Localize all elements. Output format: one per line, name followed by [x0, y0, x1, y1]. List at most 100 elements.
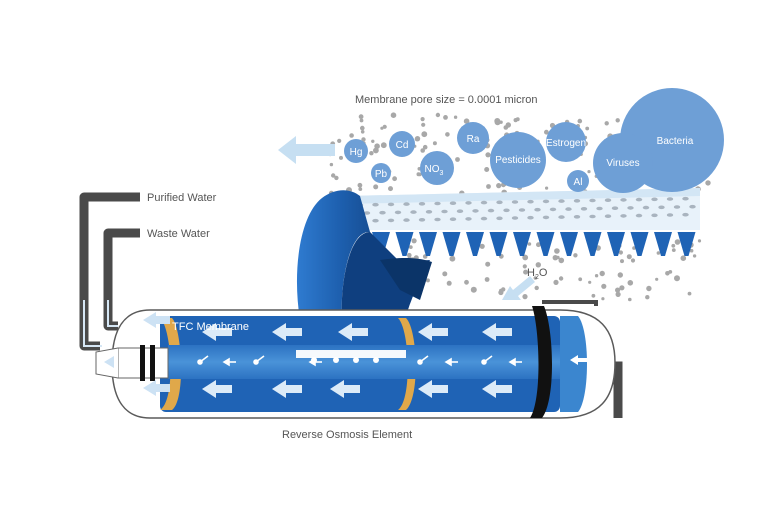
membrane-tooth	[489, 232, 508, 256]
membrane-pore	[542, 215, 550, 220]
membrane-pore	[372, 218, 379, 223]
membrane-pore	[620, 198, 627, 202]
estrogen-circle	[546, 122, 586, 162]
flow-arrow	[418, 323, 448, 341]
membrane-pore	[518, 208, 526, 212]
particle-dot	[544, 129, 549, 135]
membrane-pore	[449, 217, 457, 221]
particle-dot	[674, 239, 681, 245]
core-diag-dot	[253, 359, 259, 365]
particle-dot	[522, 264, 527, 269]
particle-dot	[432, 141, 437, 146]
particle-dot	[388, 186, 393, 192]
cd-circle	[389, 131, 415, 157]
membrane-pore	[394, 210, 402, 215]
particle-dot	[486, 184, 491, 189]
viruses-circle	[593, 133, 653, 193]
particle-dot	[485, 152, 491, 158]
membrane-tooth	[654, 232, 672, 256]
flow-arrow	[330, 380, 360, 398]
label-viruses: Viruses	[606, 158, 639, 169]
membrane-pore	[503, 208, 510, 213]
membrane-tooth	[583, 232, 602, 256]
label-hg: Hg	[350, 147, 363, 158]
membrane-pore	[434, 217, 441, 222]
particle-dot	[435, 112, 441, 118]
membrane-pore	[620, 214, 627, 218]
particle-dot	[674, 275, 680, 282]
flow-arrow	[272, 323, 302, 341]
membrane-pore	[441, 209, 448, 214]
inlet-arrow	[570, 355, 588, 365]
particle-dot	[339, 155, 343, 160]
membrane-pore	[682, 196, 689, 201]
particle-dot	[632, 246, 636, 250]
particle-dot	[420, 148, 426, 153]
tube-flow-arrows	[202, 323, 512, 398]
membrane-pore	[465, 201, 472, 205]
particle-dot	[380, 142, 387, 149]
particle-dot	[618, 250, 624, 255]
membrane-tooth	[513, 232, 531, 256]
particle-dot	[357, 182, 363, 188]
core-flow-arrows	[197, 355, 522, 367]
particle-dot	[553, 279, 559, 285]
right-pipe-frame	[542, 300, 598, 306]
particle-dot	[615, 287, 621, 293]
particle-dot	[421, 122, 426, 127]
particle-dot	[513, 118, 518, 123]
membrane-pore	[642, 205, 650, 210]
particle-dot	[697, 239, 702, 243]
particle-dot	[578, 277, 583, 282]
particle-dot	[599, 270, 605, 277]
flow-arrow	[202, 323, 232, 341]
particle-dot	[671, 248, 676, 253]
particle-dot	[626, 254, 632, 260]
membrane-pore	[658, 205, 665, 210]
core-diag-dot	[417, 359, 423, 365]
particle-dot	[588, 280, 592, 284]
membrane-tooth	[442, 232, 461, 256]
particle-dot	[443, 115, 448, 120]
particle-dot	[358, 114, 364, 120]
membrane-pore	[527, 215, 534, 220]
membrane-pore	[596, 206, 603, 211]
particle-dot	[665, 271, 670, 276]
particle-dot	[349, 133, 354, 138]
membrane-pore	[589, 198, 596, 203]
particle-dot	[449, 255, 456, 262]
membrane-pore	[387, 218, 395, 223]
outlet-arrows	[104, 312, 170, 396]
particle-dot	[442, 271, 448, 277]
flow-arrow	[482, 323, 512, 341]
membrane-pore	[604, 214, 612, 218]
membrane-pore	[558, 199, 565, 203]
label-estrogen: Estrogen	[546, 138, 586, 149]
water-inflow-arrow	[502, 276, 535, 300]
flow-arrow	[418, 380, 448, 398]
particle-dot	[534, 285, 539, 291]
membrane-pore	[496, 200, 503, 205]
membrane-pore	[651, 197, 658, 202]
label-no3: NO3	[425, 164, 444, 177]
membrane-edge	[370, 230, 700, 233]
al-circle	[567, 170, 589, 192]
particle-dot	[535, 262, 541, 268]
membrane-pore	[449, 201, 457, 205]
particle-dot	[382, 124, 387, 129]
particle-dot	[374, 143, 380, 149]
membrane-pore	[635, 213, 643, 218]
particle-dot	[373, 184, 379, 190]
core-arrow-head	[308, 357, 316, 367]
particle-dot	[585, 126, 590, 131]
particle-dot	[422, 144, 428, 150]
particle-dot	[655, 277, 659, 281]
particle-dot	[455, 157, 460, 162]
pipe-highlights	[83, 300, 118, 347]
particle-dot	[425, 278, 430, 283]
membrane-pore	[496, 216, 503, 221]
membrane-tooth	[630, 232, 649, 256]
label-bacteria: Bacteria	[657, 136, 694, 147]
membrane-tooth	[607, 232, 625, 256]
particle-dot	[369, 151, 374, 156]
